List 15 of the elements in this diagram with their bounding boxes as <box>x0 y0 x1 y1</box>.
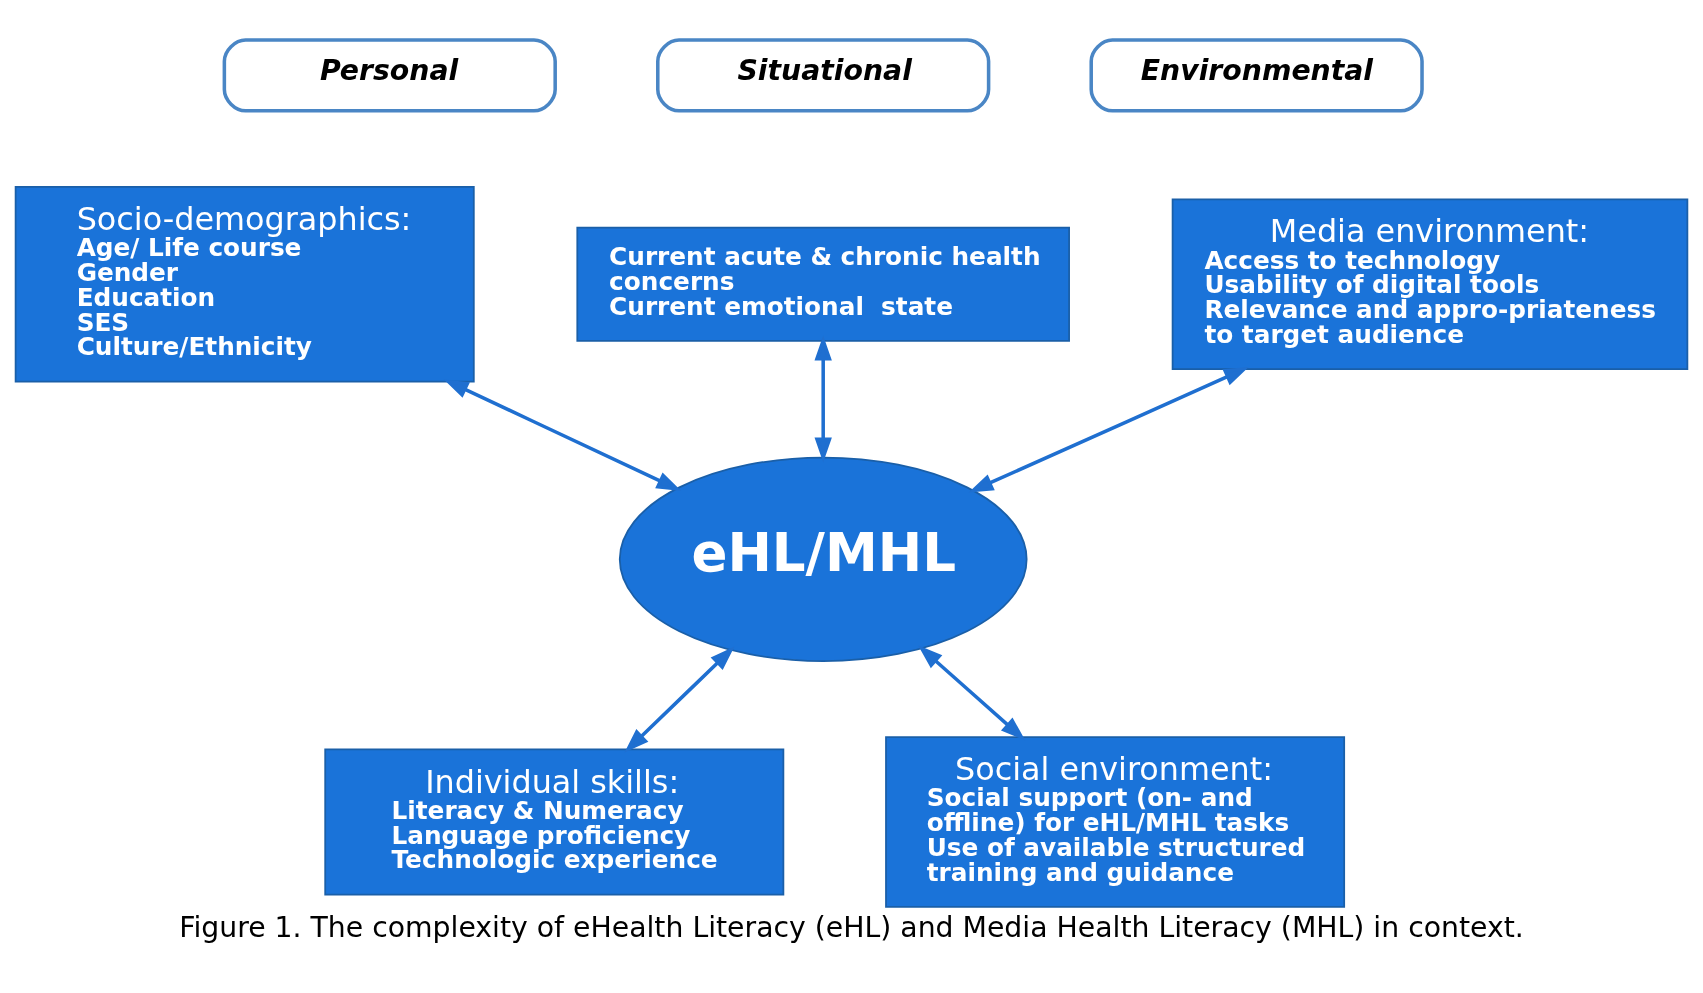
node-box: Personal <box>222 38 557 113</box>
node-box: Current acute & chronic health concerns Current emotional state <box>576 226 1070 342</box>
node-box: Socio-demographics: Age/ Life course Gender Education SES Culture/Ethnicity <box>14 186 475 383</box>
arrow <box>624 646 735 753</box>
arrow <box>968 367 1249 493</box>
caption: Figure 1. The complexity of eHealth Literacy (eHL) and Media Health Literacy (MHL) in context. <box>179 910 1524 944</box>
arrow <box>918 645 1026 741</box>
arrow <box>443 379 682 491</box>
node-ellipse: eHL/MHL <box>618 456 1028 662</box>
node-box: Individual skills: Literacy & Numeracy Language proficiency Technologic experience <box>324 748 785 896</box>
arrow <box>814 335 832 463</box>
node-box: Social environment: Social support (on- and offline) for eHL/MHL tasks Use of available structured training and guidance <box>885 736 1346 908</box>
node-box: Situational <box>656 38 991 113</box>
node-box: Environmental <box>1089 38 1424 113</box>
node-box: Media environment: Access to technology Usability of digital tools Relevance and appro-priateness to target audience <box>1171 198 1689 370</box>
